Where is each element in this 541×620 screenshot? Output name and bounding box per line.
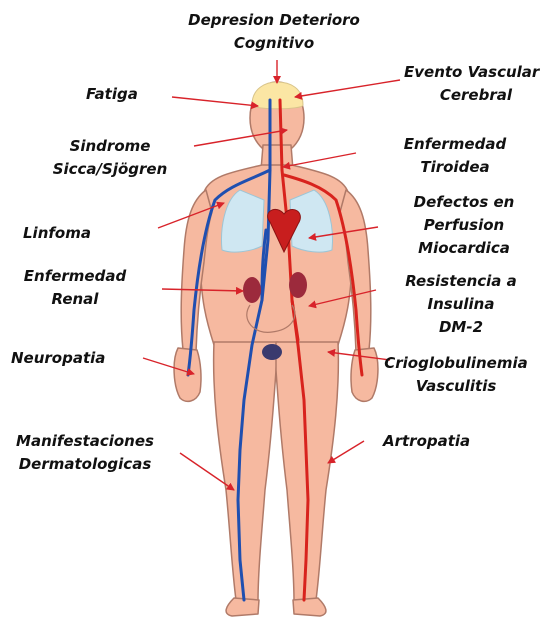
label-defectos: Defectos en Perfusion Miocardica (408, 191, 520, 260)
left-foot (226, 598, 259, 616)
label-evento-vascular: Evento Vascular Cerebral (404, 61, 538, 107)
label-crioglobulinemia: Crioglobulinemia Vasculitis (384, 352, 528, 398)
arrow-artropatia (328, 441, 364, 463)
arrow-evento (295, 80, 400, 97)
brain (252, 82, 303, 109)
arrow-tiroidea (283, 153, 356, 167)
label-renal: Enfermedad Renal (14, 265, 136, 311)
label-artropatia: Artropatia (383, 430, 470, 453)
right-foot (293, 598, 326, 616)
label-neuropatia: Neuropatia (11, 347, 105, 370)
label-sindrome: Sindrome Sicca/Sjögren (40, 135, 180, 181)
label-fatiga: Fatiga (86, 83, 138, 106)
label-linfoma: Linfoma (23, 222, 91, 245)
label-tiroidea: Enfermedad Tiroidea (396, 133, 514, 179)
right-kidney (289, 272, 307, 298)
left-kidney (243, 277, 261, 303)
label-insulina: Resistencia a Insulina DM-2 (400, 270, 522, 339)
bladder (262, 344, 282, 360)
arrow-fatiga (172, 97, 258, 106)
label-dermatologicas: Manifestaciones Dermatologicas (14, 430, 156, 476)
label-depresion: Depresion Deterioro Cognitivo (168, 9, 380, 55)
